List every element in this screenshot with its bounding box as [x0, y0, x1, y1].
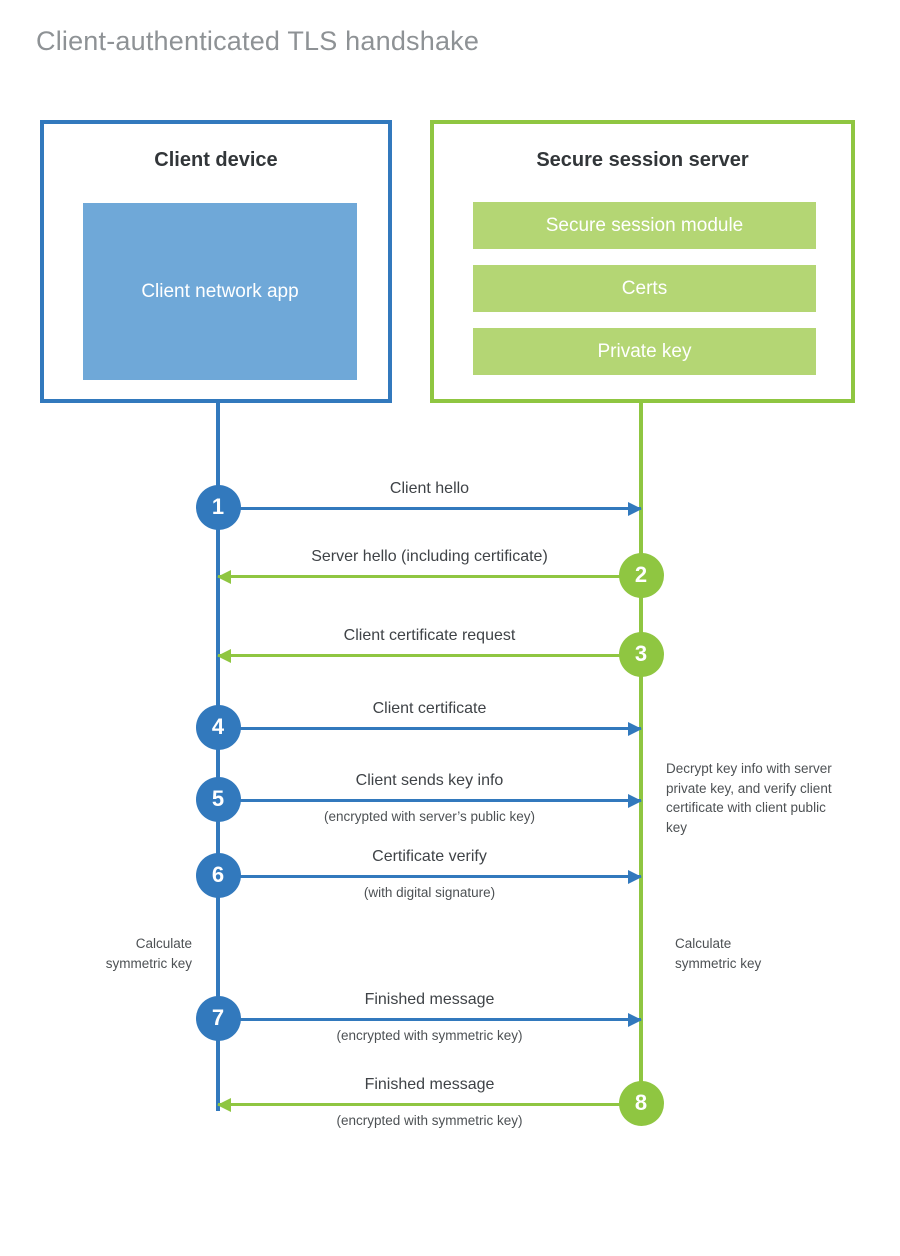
step-3-number-badge: 3 — [618, 631, 664, 677]
step-3-label: Client certificate request — [343, 627, 516, 644]
step-6-arrow — [218, 875, 641, 878]
step-4-arrow — [218, 727, 641, 730]
step-1-arrowhead-icon — [628, 501, 642, 516]
step-7-arrowhead-icon — [628, 1012, 642, 1027]
step-5-sublabel: (encrypted with server’s public key) — [323, 809, 536, 824]
step-5-label: Client sends key info — [355, 772, 504, 789]
secure-session-server-box: Secure session server Secure session mod… — [430, 120, 855, 403]
step-3-arrow — [218, 654, 641, 657]
step-6-label: Certificate verify — [372, 848, 487, 865]
client-network-app-block: Client network app — [83, 203, 357, 380]
step-2-label: Server hello (including certificate) — [311, 548, 548, 565]
step-6-sublabel: (with digital signature) — [363, 885, 496, 900]
step-8-arrow — [218, 1103, 641, 1106]
step-4-arrowhead-icon — [628, 721, 642, 736]
note-server-calculate-symmetric-key: Calculate symmetric key — [675, 936, 762, 971]
step-1-label: Client hello — [389, 480, 470, 497]
step-8-label: Finished message — [364, 1076, 495, 1093]
step-5-arrow — [218, 799, 641, 802]
step-4-number-badge: 4 — [195, 704, 241, 750]
note-server-decrypt: Decrypt key info with server private key… — [666, 761, 832, 835]
server-component-private-key: Private key — [473, 328, 816, 375]
step-8-sublabel: (encrypted with symmetric key) — [336, 1113, 523, 1128]
step-2-arrow — [218, 575, 641, 578]
secure-session-server-title: Secure session server — [536, 149, 749, 171]
step-5-number-badge: 5 — [195, 776, 241, 822]
step-5-arrowhead-icon — [628, 793, 642, 808]
server-lifeline — [639, 403, 643, 1111]
server-component-certs: Certs — [473, 265, 816, 312]
server-component-secure-session-module: Secure session module — [473, 202, 816, 249]
note-client-calculate-symmetric-key: Calculate symmetric key — [105, 936, 192, 971]
step-7-number-badge: 7 — [195, 995, 241, 1041]
client-device-box: Client device Client network app — [40, 120, 392, 403]
step-1-arrow — [218, 507, 641, 510]
step-4-label: Client certificate — [372, 700, 487, 717]
step-8-arrowhead-icon — [217, 1097, 231, 1112]
step-2-number-badge: 2 — [618, 552, 664, 598]
step-6-number-badge: 6 — [195, 852, 241, 898]
step-8-number-badge: 8 — [618, 1080, 664, 1126]
step-7-label: Finished message — [364, 991, 495, 1008]
step-2-arrowhead-icon — [217, 569, 231, 584]
step-7-sublabel: (encrypted with symmetric key) — [336, 1028, 523, 1043]
page-title: Client-authenticated TLS handshake — [36, 26, 480, 56]
client-device-title: Client device — [154, 149, 278, 171]
client-lifeline — [216, 403, 220, 1111]
step-6-arrowhead-icon — [628, 869, 642, 884]
step-1-number-badge: 1 — [195, 484, 241, 530]
step-3-arrowhead-icon — [217, 648, 231, 663]
step-7-arrow — [218, 1018, 641, 1021]
